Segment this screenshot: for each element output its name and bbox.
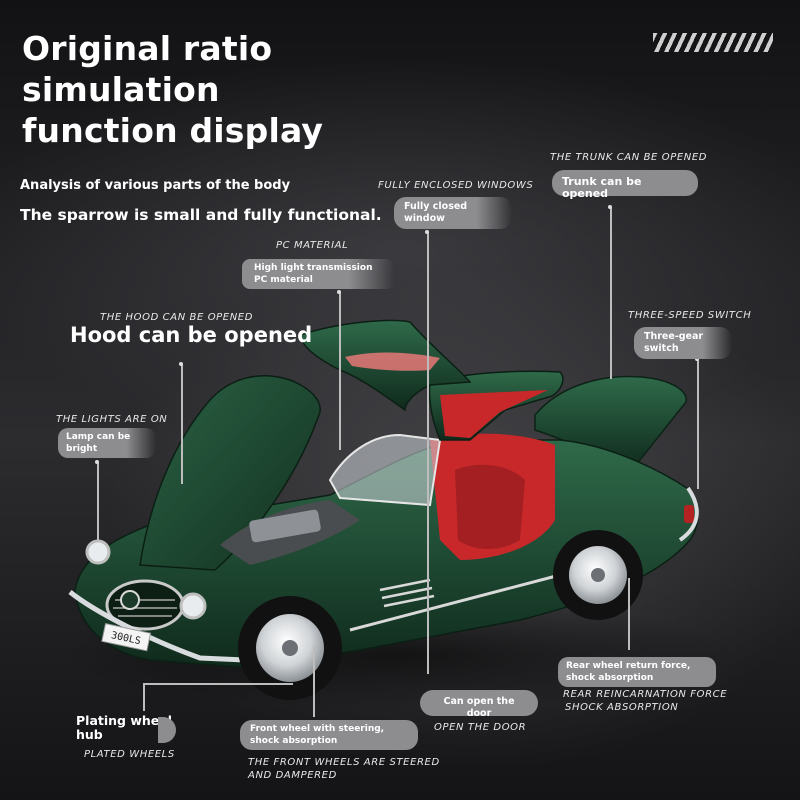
leader-hood xyxy=(181,364,183,484)
caption-trunk: THE TRUNK CAN BE OPENED xyxy=(550,152,708,163)
leader-hub-horizontal xyxy=(143,683,293,685)
headline-line-1: Original ratio xyxy=(22,29,273,68)
leader-pc xyxy=(339,292,341,450)
chrome-strip xyxy=(349,573,561,632)
pill-front-wheel: Front wheel with steering, shock absorpt… xyxy=(240,720,418,750)
leader-windows xyxy=(427,232,429,674)
caption-hood: THE HOOD CAN BE OPENED xyxy=(100,312,254,323)
engine-block xyxy=(249,509,321,543)
dot-trunk xyxy=(608,205,612,209)
roof-glass xyxy=(345,352,440,371)
pill-trunk: Trunk can be opened xyxy=(552,170,698,200)
seat xyxy=(455,464,525,549)
caption-lights: THE LIGHTS ARE ON xyxy=(56,414,168,425)
headlight-right xyxy=(179,592,207,620)
rear-wheel xyxy=(553,530,643,620)
windshield xyxy=(328,433,442,507)
decorative-stripes xyxy=(653,33,773,52)
pill-rear-wheel: Rear wheel return force, shock absorptio… xyxy=(558,657,716,687)
license-plate: 300LS xyxy=(101,623,152,652)
rear-bumper xyxy=(678,486,699,542)
door-interior xyxy=(440,390,548,438)
headlight-left xyxy=(85,539,111,565)
label-hub-line-2: hub xyxy=(76,727,103,742)
caption-rear-wheel-1: REAR REINCARNATION FORCE xyxy=(563,689,728,700)
side-vent xyxy=(379,578,435,608)
caption-front-wheel-2: AND DAMPERED xyxy=(248,770,337,781)
headline-line-3: function display xyxy=(22,111,324,150)
taillight xyxy=(684,505,694,523)
pill-lights: Lamp can be bright xyxy=(58,428,156,458)
caption-front-wheel-1: THE FRONT WHEELS ARE STEERED xyxy=(248,757,440,768)
leader-hub xyxy=(143,683,145,711)
leader-trunk xyxy=(610,207,612,379)
caption-rear-wheel-2: SHOCK ABSORPTION xyxy=(565,702,679,713)
badge xyxy=(120,590,140,610)
caption-pc: PC MATERIAL xyxy=(276,240,349,251)
headline: Original ratio simulation function displ… xyxy=(22,28,323,151)
subtitle-sparrow: The sparrow is small and fully functiona… xyxy=(20,206,382,224)
leader-front-wheel xyxy=(313,645,315,717)
dot-windows xyxy=(425,230,429,234)
label-hood: Hood can be opened xyxy=(70,323,313,347)
dot-lights xyxy=(95,460,99,464)
caption-door: OPEN THE DOOR xyxy=(434,722,527,733)
caption-windows: FULLY ENCLOSED WINDOWS xyxy=(378,180,534,191)
front-bumper xyxy=(68,590,246,663)
dot-switch xyxy=(695,357,699,361)
headline-line-2: simulation xyxy=(22,70,220,109)
front-wheel xyxy=(238,596,342,700)
label-hub: Plating wheel hub xyxy=(76,714,172,742)
leader-rear-wheel xyxy=(628,578,630,650)
hub-pill-tab xyxy=(158,717,176,743)
pill-door: Can open the door xyxy=(420,690,538,719)
leader-switch xyxy=(697,357,699,489)
pill-windows: Fully closed window xyxy=(394,197,512,229)
dot-hood xyxy=(179,362,183,366)
pill-pc: High light transmission PC material xyxy=(242,259,394,289)
caption-hub: PLATED WHEELS xyxy=(84,749,175,760)
leader-lights xyxy=(97,462,99,540)
hood xyxy=(139,375,321,571)
pill-switch: Three-gear switch xyxy=(634,327,732,359)
label-hub-line-1: Plating wheel xyxy=(76,713,173,728)
dot-pc xyxy=(337,290,341,294)
subtitle-analysis: Analysis of various parts of the body xyxy=(20,178,291,193)
caption-switch: THREE-SPEED SWITCH xyxy=(628,310,752,321)
